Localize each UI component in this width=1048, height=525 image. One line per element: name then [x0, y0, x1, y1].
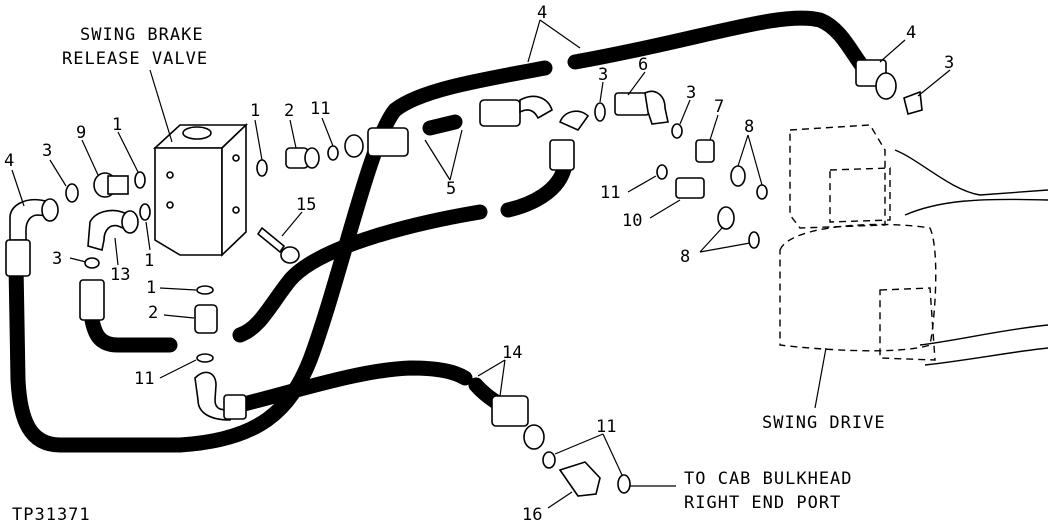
callout-11-bottom: 11 [134, 369, 154, 389]
callout-14: 14 [502, 343, 522, 363]
callout-5: 5 [446, 179, 456, 199]
hose-upper-right [567, 10, 870, 74]
valve-caption-line2: RELEASE VALVE [62, 49, 208, 69]
hose-5-right [500, 157, 573, 218]
callout-1-lower: 1 [144, 251, 154, 271]
callout-2-bottom: 2 [148, 303, 158, 323]
hoses [8, 10, 870, 453]
callout-4-top: 4 [537, 3, 547, 23]
leader-lines [11, 19, 951, 509]
bulkhead-caption-line1: TO CAB BULKHEAD [684, 469, 853, 489]
fittings [5, 59, 923, 497]
hose-upper-left [8, 60, 553, 453]
callout-16: 16 [522, 505, 542, 525]
callout-10: 10 [622, 211, 642, 231]
callout-4-left: 4 [4, 151, 14, 171]
callout-9: 9 [76, 123, 86, 143]
callout-15: 15 [296, 195, 316, 215]
bulkhead-caption-line2: RIGHT END PORT [684, 493, 841, 513]
callout-2-top: 2 [284, 101, 294, 121]
callout-3-left: 3 [42, 141, 52, 161]
swing-drive-caption: SWING DRIVE [762, 413, 886, 433]
callout-11-right: 11 [596, 417, 616, 437]
callout-1-bottom: 1 [146, 278, 156, 298]
callout-3-right: 3 [944, 53, 954, 73]
callout-8-top: 8 [744, 117, 754, 137]
hose-5-upper [422, 114, 463, 136]
callout-3-lower: 3 [52, 249, 62, 269]
callout-13: 13 [110, 265, 130, 285]
captions: SWING BRAKE RELEASE VALVE SWING DRIVE TO… [12, 25, 886, 525]
hose-5-lower [232, 204, 488, 343]
callout-3-mid: 3 [598, 65, 608, 85]
callout-7: 7 [714, 97, 724, 117]
hose-14 [232, 360, 473, 413]
callout-1-top: 1 [250, 101, 260, 121]
callout-11-top: 11 [310, 99, 330, 119]
swing-drive [779, 124, 1048, 366]
callout-1-left: 1 [112, 115, 122, 135]
callout-3-mid2: 3 [686, 83, 696, 103]
figure-id: TP31371 [12, 505, 91, 525]
callout-4-right: 4 [906, 23, 916, 43]
valve-caption-line1: SWING BRAKE [80, 25, 204, 45]
callout-8-bottom: 8 [680, 247, 690, 267]
swing-brake-release-valve [152, 123, 248, 257]
callout-6: 6 [638, 55, 648, 75]
callouts: 4 4 3 3 6 3 7 8 11 10 8 1 2 11 5 15 9 1 … [4, 3, 954, 525]
hose-lower-left [84, 312, 178, 353]
callout-11-mid: 11 [600, 183, 620, 203]
